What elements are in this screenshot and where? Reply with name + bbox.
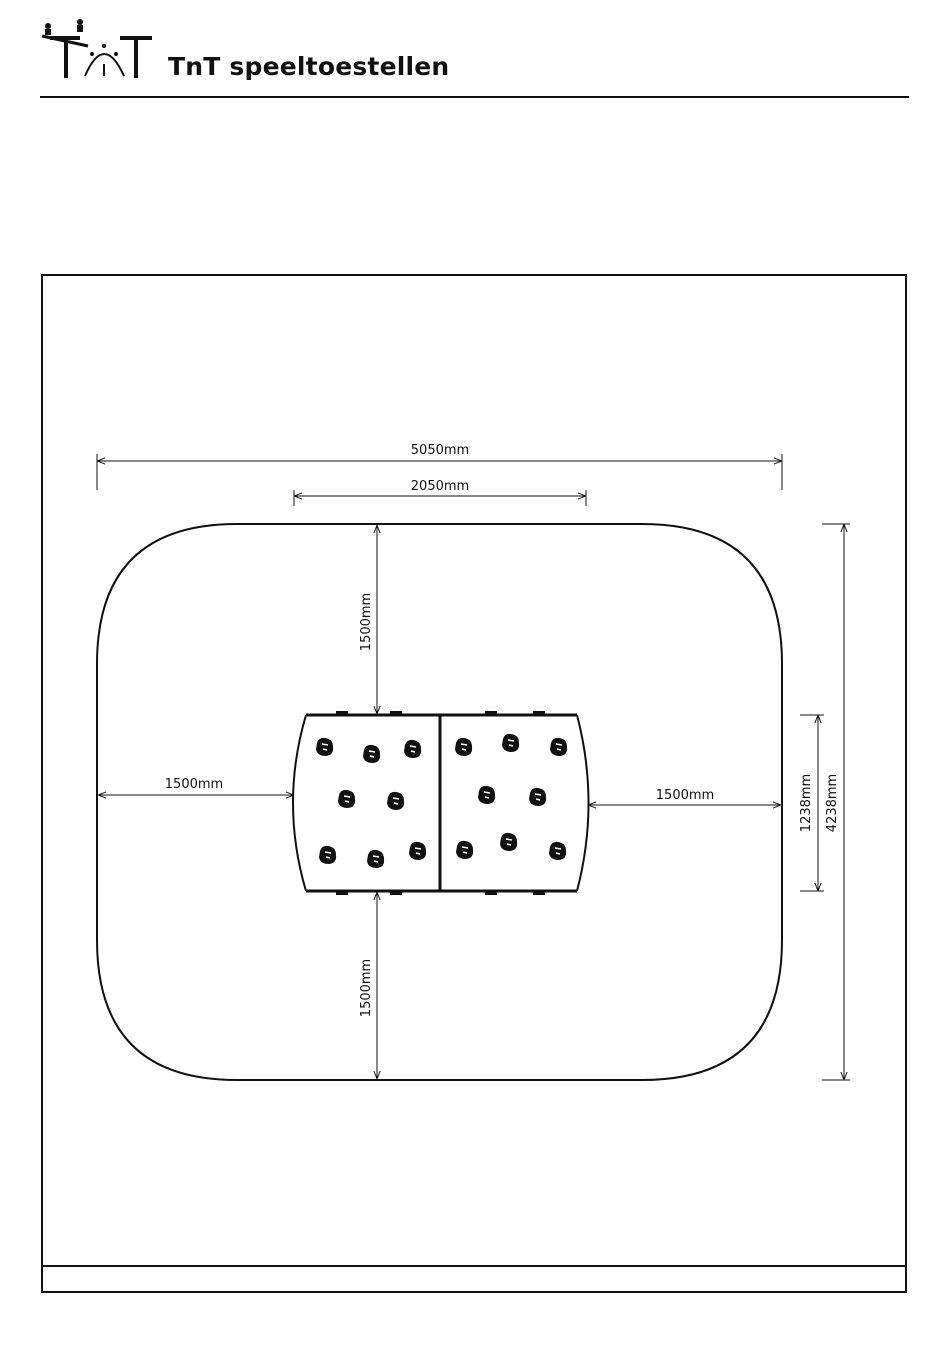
climbing-hold-icon xyxy=(478,786,495,804)
climbing-holds-right-panel xyxy=(455,734,567,860)
equipment-width-label: 2050mm xyxy=(411,479,469,494)
overall-depth-label: 4238mm xyxy=(825,774,840,832)
climbing-hold-icon xyxy=(529,788,546,806)
overall-width-label: 5050mm xyxy=(411,443,469,458)
climbing-hold-icon xyxy=(316,738,333,756)
climbing-hold-icon xyxy=(549,842,566,860)
climbing-holds-left-panel xyxy=(316,738,426,868)
climbing-hold-icon xyxy=(550,738,567,756)
climbing-hold-icon xyxy=(455,738,472,756)
climbing-hold-icon xyxy=(456,841,473,859)
climbing-hold-icon xyxy=(338,790,355,808)
top-clearance-label: 1500mm xyxy=(359,593,374,651)
climbing-hold-icon xyxy=(363,745,380,763)
climbing-hold-icon xyxy=(319,846,336,864)
equipment-depth-label: 1238mm xyxy=(799,774,814,832)
climbing-hold-icon xyxy=(404,740,421,758)
climbing-hold-icon xyxy=(500,833,517,851)
climbing-hold-icon xyxy=(409,842,426,860)
climbing-hold-icon xyxy=(387,792,404,810)
right-clearance-label: 1500mm xyxy=(656,788,714,803)
climbing-hold-icon xyxy=(502,734,519,752)
bottom-clearance-label: 1500mm xyxy=(359,959,374,1017)
left-clearance-label: 1500mm xyxy=(165,777,223,792)
climbing-hold-icon xyxy=(367,850,384,868)
